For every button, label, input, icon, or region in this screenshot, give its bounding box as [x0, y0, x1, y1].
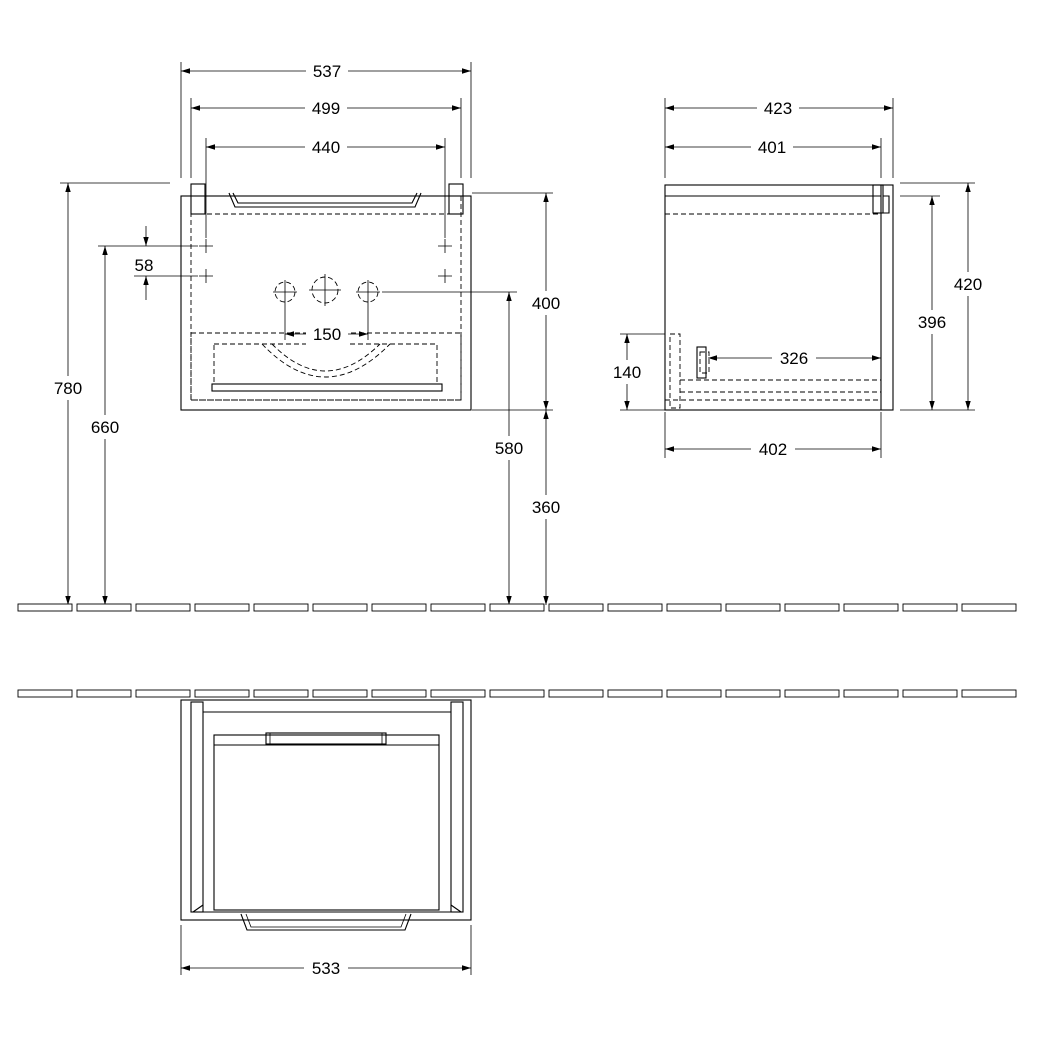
dim-360: 360 [527, 410, 567, 605]
floor-segment [430, 603, 486, 612]
floor-segment [253, 603, 309, 612]
dim-660: 660 [86, 246, 126, 605]
wall-line [17, 689, 1017, 698]
dim-537: 537 [181, 60, 471, 82]
floor-segment [725, 603, 781, 612]
dim-423: 423 [665, 97, 893, 119]
mounting-holes [199, 239, 452, 283]
dim-label-533: 533 [312, 959, 340, 978]
floor-segment [548, 689, 604, 698]
side-cabinet [664, 184, 894, 411]
dim-label-396: 396 [918, 313, 946, 332]
floor-segment [135, 603, 191, 612]
floor-segment [489, 689, 545, 698]
dim-326: 326 [708, 347, 881, 369]
floor-line [17, 603, 1017, 612]
floor-segment [607, 689, 663, 698]
floor-segment [902, 689, 958, 698]
dim-label-400: 400 [532, 294, 560, 313]
floor-segment [76, 603, 132, 612]
handle [265, 732, 387, 745]
dim-420: 420 [948, 183, 988, 410]
floor-segment [784, 603, 840, 612]
siphon-cutout [261, 343, 391, 378]
floor-segment [961, 689, 1017, 698]
dim-label-58: 58 [135, 256, 154, 275]
dim-label-660: 660 [91, 418, 119, 437]
floor-segment [961, 603, 1017, 612]
dim-label-402: 402 [759, 440, 787, 459]
floor-segment [902, 603, 958, 612]
dim-label-537: 537 [313, 62, 341, 81]
dim-label-580: 580 [495, 439, 523, 458]
dim-140: 140 [606, 334, 648, 410]
dim-label-420: 420 [954, 275, 982, 294]
floor-segment [843, 689, 899, 698]
dim-533: 533 [181, 957, 471, 979]
dim-150: 150 [285, 323, 368, 345]
floor-segment [135, 689, 191, 698]
floor-segment [253, 689, 309, 698]
dim-label-440: 440 [312, 138, 340, 157]
floor-segment [76, 689, 132, 698]
dim-label-780: 780 [54, 379, 82, 398]
dim-402: 402 [665, 438, 881, 460]
dim-440: 440 [206, 136, 445, 158]
front-cabinet [180, 183, 472, 411]
floor-segment [371, 689, 427, 698]
floor-segment [548, 603, 604, 612]
dim-400: 400 [527, 193, 567, 410]
floor-segment [666, 603, 722, 612]
front-grip [240, 913, 412, 931]
dim-label-499: 499 [312, 99, 340, 118]
floor-segment [194, 603, 250, 612]
basin-rim [228, 192, 422, 208]
floor-segment [194, 689, 250, 698]
dim-580: 580 [490, 292, 530, 605]
side-view [620, 98, 975, 458]
top-view [180, 699, 472, 975]
tap-holes [273, 274, 380, 306]
floor-segment [666, 689, 722, 698]
dim-label-326: 326 [780, 349, 808, 368]
floor-segment [17, 603, 73, 612]
dim-label-140: 140 [613, 363, 641, 382]
floor-segment [489, 603, 545, 612]
floor-segment [607, 603, 663, 612]
floor-segment [843, 603, 899, 612]
floor-segment [784, 689, 840, 698]
dim-401: 401 [665, 136, 881, 158]
dim-label-401: 401 [758, 138, 786, 157]
floor-segment [725, 689, 781, 698]
floor-segment [312, 689, 368, 698]
dim-label-150: 150 [313, 325, 341, 344]
dim-58: 58 [134, 226, 198, 300]
dim-label-423: 423 [764, 99, 792, 118]
floor-segment [371, 603, 427, 612]
dim-499: 499 [191, 97, 461, 119]
dim-label-360: 360 [532, 498, 560, 517]
dim-396: 396 [912, 196, 952, 410]
front-view [60, 62, 553, 411]
dim-780: 780 [49, 183, 89, 605]
floor-segment [17, 689, 73, 698]
floor-segment [312, 603, 368, 612]
floor-segment [430, 689, 486, 698]
